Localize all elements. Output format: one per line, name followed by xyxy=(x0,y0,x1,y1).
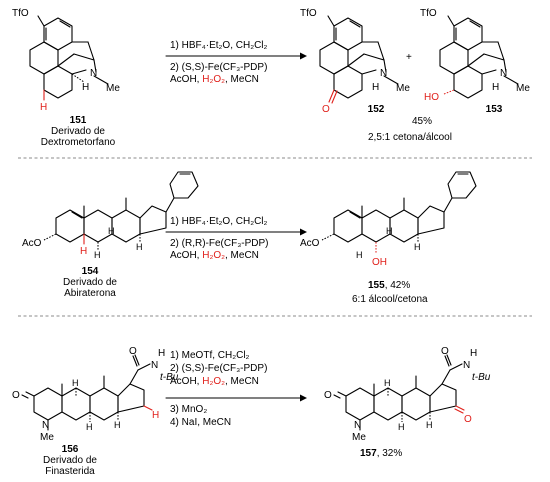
label-154-line1: Derivado de xyxy=(63,277,117,288)
p155-h-a: H xyxy=(356,250,363,260)
p157-methyl: Me xyxy=(352,432,366,443)
sm156-h-b: H xyxy=(114,420,121,430)
sm151-ring-h: H xyxy=(82,82,89,93)
scheme3-condition-1: 1) MeOTf, CH₂Cl₂ xyxy=(170,350,250,361)
p157-nitrogen: N xyxy=(354,420,361,431)
sm156-target-h: H xyxy=(152,410,159,421)
ketone-product-157: O N Me O N H t-Bu O H H H xyxy=(324,346,491,443)
scheme2-condition-3: AcOH, H₂O₂, MeCN xyxy=(170,250,259,261)
p153-ring-h: H xyxy=(492,82,499,93)
label-151-line2: Dextrometorfano xyxy=(41,137,116,148)
sm156-tbutyl: t-Bu xyxy=(160,372,179,383)
finasteride-derivative-156: O N Me O N H t-Bu H H H H xyxy=(12,346,179,443)
sm156-amide-n: N xyxy=(151,360,158,371)
abiraterone-derivative-154: AcO H H H H xyxy=(22,171,199,260)
scheme1-yield: 45% xyxy=(412,116,432,127)
p152-ring-h: H xyxy=(372,82,379,93)
p157-h-b: H xyxy=(426,420,433,430)
p155-h-b: H xyxy=(386,226,393,236)
label-154-line2: Abiraterona xyxy=(64,288,116,299)
sm156-nitrogen: N xyxy=(42,420,49,431)
sm154-target-h: H xyxy=(80,246,87,257)
scheme3-product-yield: 157, 32% xyxy=(360,448,402,459)
alcohol-product-153: TfO N Me H HO xyxy=(420,8,530,103)
p152-substituent: TfO xyxy=(300,8,317,19)
label-156-line1: Derivado de xyxy=(43,455,97,466)
label-156-line2: Finasterida xyxy=(45,466,95,477)
arrowhead-3 xyxy=(300,394,307,402)
sm154-h-a: H xyxy=(94,250,101,260)
p152-ketone-o: O xyxy=(322,104,330,115)
p153-methyl: Me xyxy=(516,83,530,94)
compound-number-154: 154 xyxy=(82,266,99,277)
scheme1-condition-1: 1) HBF₄·Et₂O, CH₂Cl₂ xyxy=(170,40,268,51)
scheme3-condition-3: AcOH, H₂O₂, MeCN xyxy=(170,376,259,387)
scheme3-condition-5: 4) NaI, MeCN xyxy=(170,417,231,428)
alcohol-product-155: AcO OH H H H xyxy=(300,171,477,268)
scheme3-condition-2: 2) (S,S)-Fe(CF₃-PDP) xyxy=(170,363,267,374)
p153-hydroxyl: HO xyxy=(424,92,439,103)
p152-nitrogen: N xyxy=(380,68,387,79)
p157-amide-n: N xyxy=(463,360,470,371)
p157-amide-o: O xyxy=(441,346,449,357)
scheme3-condition-4: 3) MnO₂ xyxy=(170,404,207,415)
scheme1-ratio: 2,5:1 cetona/álcool xyxy=(368,132,452,143)
scheme2-product-yield: 155, 42% xyxy=(368,280,410,291)
p157-amide-h: H xyxy=(470,348,477,359)
sm151-methyl: Me xyxy=(106,83,120,94)
compound-number-151: 151 xyxy=(70,115,87,126)
sm156-h-a: H xyxy=(86,422,93,432)
p157-lactam-o: O xyxy=(324,390,332,401)
p155-hydroxyl: OH xyxy=(372,257,387,268)
sm154-substituent: AcO xyxy=(22,238,42,249)
scheme2-condition-2: 2) (R,R)-Fe(CF₃-PDP) xyxy=(170,238,269,249)
arrowhead-1 xyxy=(300,52,307,60)
sm151-target-h: H xyxy=(40,102,47,113)
compound-number-152: 152 xyxy=(368,104,385,115)
compound-number-156: 156 xyxy=(62,444,79,455)
p155-substituent: AcO xyxy=(300,238,320,249)
p157-h-c: H xyxy=(384,378,391,388)
sm154-h-b: H xyxy=(108,226,115,236)
sm156-h-c: H xyxy=(72,378,79,388)
label-151-line1: Derivado de xyxy=(51,126,105,137)
compound-number-153: 153 xyxy=(486,104,503,115)
scheme2-condition-1: 1) HBF₄·Et₂O, CH₂Cl₂ xyxy=(170,216,268,227)
plus-sign: + xyxy=(406,52,412,63)
sm151-nitrogen: N xyxy=(90,68,97,79)
p153-nitrogen: N xyxy=(500,68,507,79)
sm156-lactam-o: O xyxy=(12,390,20,401)
arrowhead-2 xyxy=(300,228,307,236)
p157-tbutyl: t-Bu xyxy=(472,372,491,383)
p152-methyl: Me xyxy=(396,83,410,94)
sm154-h-c: H xyxy=(136,242,143,252)
p155-h-c: H xyxy=(414,242,421,252)
scheme1-condition-3: AcOH, H₂O₂, MeCN xyxy=(170,74,259,85)
dextromethorphan-derivative-151: TfO N Me H H xyxy=(12,8,120,113)
p153-substituent: TfO xyxy=(420,8,437,19)
scheme2-ratio: 6:1 álcool/cetona xyxy=(352,294,428,305)
ketone-product-152: TfO N Me H O xyxy=(300,8,410,115)
sm156-amide-o: O xyxy=(129,346,137,357)
sm156-methyl: Me xyxy=(40,432,54,443)
p157-ketone-o: O xyxy=(464,414,472,425)
p157-h-a: H xyxy=(398,422,405,432)
sm151-substituent: TfO xyxy=(12,8,29,19)
sm156-amide-h: H xyxy=(158,348,165,359)
scheme1-condition-2: 2) (S,S)-Fe(CF₃-PDP) xyxy=(170,62,267,73)
